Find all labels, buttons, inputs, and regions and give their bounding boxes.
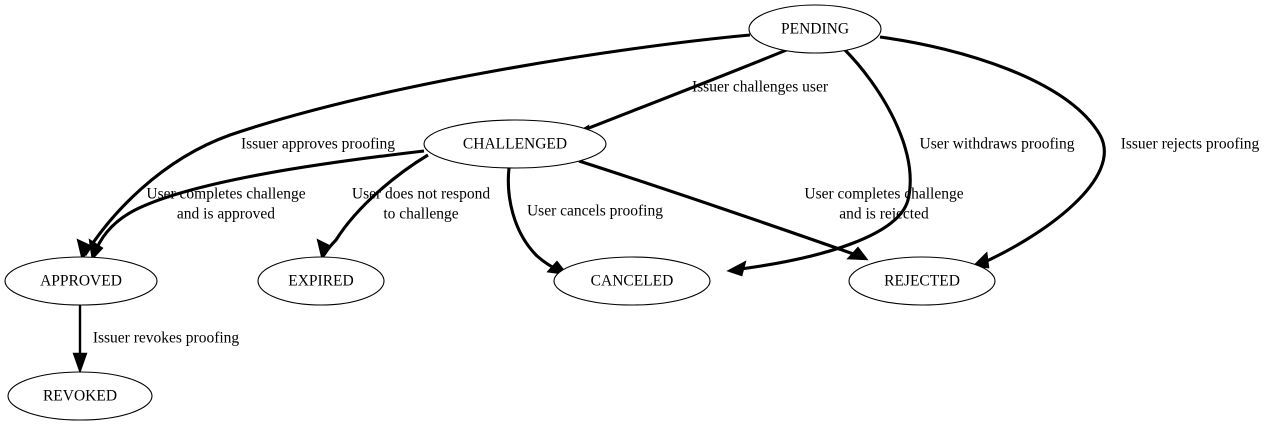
edge-label-challenged-rejected-line2: and is rejected (839, 206, 929, 223)
node-rejected[interactable]: REJECTED (848, 256, 996, 306)
arrowhead-approved-b (88, 238, 104, 261)
node-revoked[interactable]: REVOKED (7, 371, 153, 421)
edge-approved-revoked[interactable]: Issuer revokes proofing (72, 305, 240, 374)
arrowhead-revoked (72, 352, 88, 374)
arrowhead-rejected-b (846, 246, 869, 261)
edge-label-pending-rejected: Issuer rejects proofing (1121, 136, 1260, 153)
edge-path-challenged-canceled (506, 167, 563, 274)
node-revoked-label: REVOKED (43, 388, 117, 405)
edge-label-pending-challenged: Issuer challenges user (692, 79, 829, 96)
edge-label-challenged-approved-line1: User completes challenge (146, 186, 305, 203)
node-challenged-label: CHALLENGED (463, 136, 567, 153)
node-pending-label: PENDING (781, 21, 849, 38)
edge-label-challenged-expired-line1: User does not respond (352, 186, 490, 203)
edge-path-pending-canceled (732, 47, 912, 272)
arrowhead-approved-a (76, 238, 93, 261)
node-expired-shape (257, 256, 385, 306)
edge-label-challenged-rejected-line1: User completes challenge (804, 186, 963, 203)
edge-label-challenged-approved-line2: and is approved (177, 206, 275, 223)
edge-challenged-expired[interactable]: User does not respond to challenge (316, 153, 490, 261)
node-rejected-shape (848, 256, 996, 306)
edge-path-pending-rejected (879, 35, 1106, 267)
edge-path-challenged-approved (92, 149, 425, 256)
node-pending-shape (748, 4, 882, 54)
node-revoked-shape (7, 371, 153, 421)
edge-pending-challenged[interactable]: Issuer challenges user (569, 47, 829, 142)
edge-challenged-approved[interactable]: User completes challenge and is approved (88, 149, 425, 261)
edge-pending-approved[interactable]: Issuer approves proofing (76, 33, 751, 261)
edge-path-pending-challenged (575, 47, 790, 135)
edge-label-pending-approved: Issuer approves proofing (241, 136, 395, 153)
edge-challenged-canceled[interactable]: User cancels proofing (506, 167, 663, 276)
node-approved-label: APPROVED (40, 273, 122, 290)
edge-path-pending-approved (83, 33, 751, 256)
node-challenged[interactable]: CHALLENGED (423, 119, 607, 169)
arrowhead-expired (316, 238, 332, 261)
node-approved-shape (4, 256, 158, 306)
node-rejected-label: REJECTED (884, 273, 960, 290)
arrowhead-canceled-a (726, 260, 747, 277)
edge-label-pending-canceled: User withdraws proofing (920, 136, 1075, 153)
edge-pending-rejected[interactable]: Issuer rejects proofing (879, 35, 1260, 269)
node-expired[interactable]: EXPIRED (257, 256, 385, 306)
node-pending[interactable]: PENDING (748, 4, 882, 54)
edge-label-challenged-canceled: User cancels proofing (527, 203, 663, 220)
node-approved[interactable]: APPROVED (4, 256, 158, 306)
edge-label-approved-revoked: Issuer revokes proofing (93, 330, 240, 347)
edge-path-challenged-rejected (578, 159, 863, 259)
node-canceled-label: CANCELED (591, 273, 674, 290)
edge-challenged-rejected[interactable]: User completes challenge and is rejected (578, 159, 964, 261)
edge-pending-canceled[interactable]: User withdraws proofing (726, 47, 1075, 277)
node-challenged-shape (423, 119, 607, 169)
edge-label-challenged-expired-line2: to challenge (383, 206, 458, 223)
node-expired-label: EXPIRED (288, 273, 353, 290)
node-canceled-shape (553, 256, 711, 306)
node-canceled[interactable]: CANCELED (553, 256, 711, 306)
